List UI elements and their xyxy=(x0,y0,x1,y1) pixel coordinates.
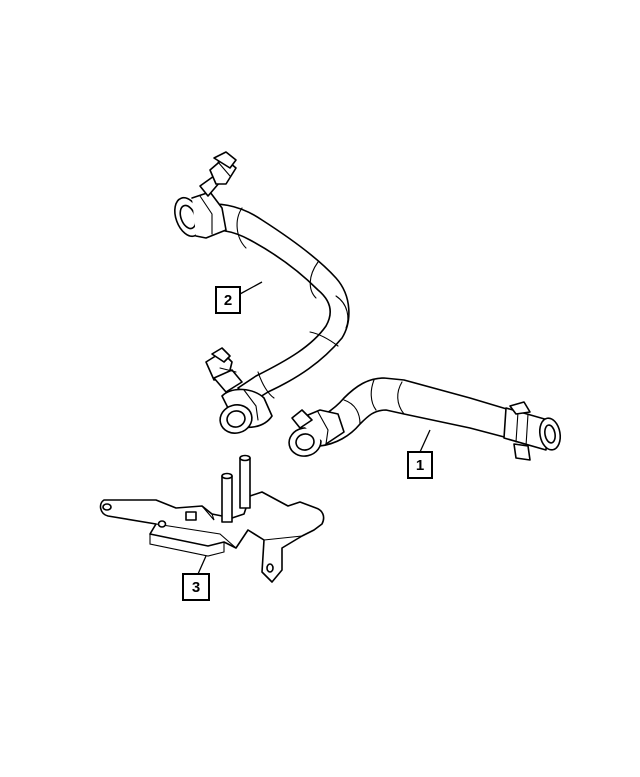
callout-3-label: 3 xyxy=(192,579,200,596)
callout-3: 3 xyxy=(182,555,210,601)
callout-1-label: 1 xyxy=(416,457,424,474)
hose-2 xyxy=(174,151,350,434)
hose-2-lower-clamp xyxy=(205,347,273,434)
hose-1-right-clamp xyxy=(503,401,562,461)
hose-1-left-clamp xyxy=(288,409,345,457)
bracket-3 xyxy=(99,454,325,583)
callout-1: 1 xyxy=(407,429,433,479)
hose-2-upper-clamp xyxy=(174,151,237,239)
callout-2: 2 xyxy=(215,281,263,314)
callout-2-label: 2 xyxy=(224,292,232,309)
hose-1 xyxy=(288,377,562,461)
